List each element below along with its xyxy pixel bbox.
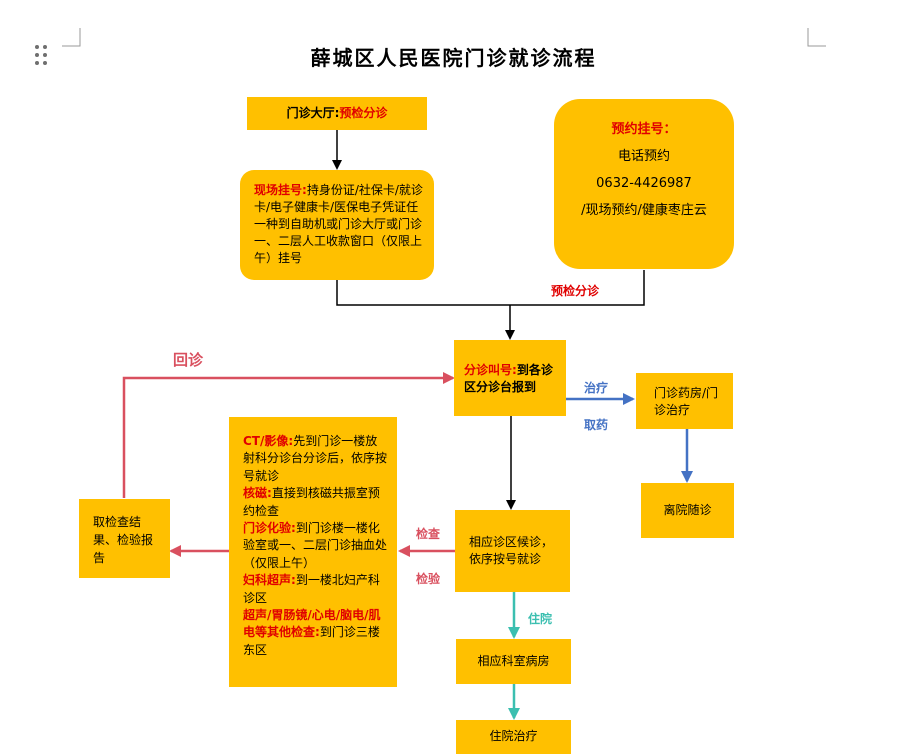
exam-ct-text: 先到门诊一楼放射科分诊台分诊后，依序按号就诊 — [243, 434, 388, 483]
exam-ct: CT/影像:先到门诊一楼放射科分诊台分诊后，依序按号就诊 — [243, 433, 389, 485]
exam-lab: 门诊化验:到门诊楼一楼化验室或一、二层门诊抽血处（仅限上午） — [243, 520, 389, 572]
triage-call-box: 分诊叫号:到各诊区分诊台报到 — [454, 340, 566, 416]
inpatient-box: 住院治疗 — [456, 720, 571, 754]
appointment-phone-label: 电话预约 — [617, 149, 670, 164]
exam-lab-label: 门诊化验: — [243, 520, 296, 535]
exam-mri: 核磁:直接到核磁共振室预约检查 — [243, 485, 389, 520]
exam-other-label: 超声/胃肠镜/心电/脑电/肌电等其他检查: — [243, 607, 381, 640]
drag-handle-icon[interactable] — [35, 45, 49, 65]
onsite-label: 现场挂号: — [254, 183, 307, 197]
exam-gyn-label: 妇科超声: — [243, 573, 296, 588]
exam-other-text: 到门诊三楼东区 — [243, 625, 380, 657]
appointment-phone-number: 0632-4426987 — [596, 176, 692, 191]
appointment-label: 预约挂号： — [611, 122, 677, 137]
waiting-text: 相应诊区候诊，依序按号就诊 — [469, 535, 554, 567]
label-return: 回诊 — [173, 351, 204, 369]
hall-highlight: 预检分诊 — [339, 105, 388, 120]
pharmacy-box: 门诊药房/门诊治疗 — [636, 373, 733, 429]
results-text: 取检查结果、检验报告 — [93, 515, 154, 565]
triage-text: 到各诊区分诊台报到 — [464, 363, 553, 395]
appointment-box: 预约挂号： 电话预约 0632-4426987 /现场预约/健康枣庄云 — [554, 99, 734, 269]
exams-box: CT/影像:先到门诊一楼放射科分诊台分诊后，依序按号就诊 核磁:直接到核磁共振室… — [229, 417, 397, 687]
exam-lab-text: 到门诊楼一楼化验室或一、二层门诊抽血处（仅限上午） — [243, 520, 388, 570]
pharmacy-text: 门诊药房/门诊治疗 — [654, 386, 719, 418]
inpatient-text: 住院治疗 — [489, 729, 538, 744]
label-test: 检验 — [416, 572, 441, 586]
label-pre-triage: 预检分诊 — [551, 284, 600, 298]
page-title: 薛城区人民医院门诊就诊流程 — [310, 46, 597, 70]
ward-text: 相应科室病房 — [477, 653, 550, 668]
hall-label: 门诊大厅: — [286, 105, 340, 120]
triage-label: 分诊叫号: — [464, 363, 517, 377]
leave-box: 离院随诊 — [641, 483, 734, 538]
exam-gyn: 妇科超声:到一楼北妇产科诊区 — [243, 572, 389, 607]
leave-text: 离院随诊 — [663, 502, 712, 517]
line-onsite-merge — [336, 270, 645, 306]
exam-other: 超声/胃肠镜/心电/脑电/肌电等其他检查:到门诊三楼东区 — [243, 607, 389, 659]
results-box: 取检查结果、检验报告 — [79, 499, 170, 578]
label-admit: 住院 — [528, 612, 553, 626]
label-treat: 治疗 — [584, 381, 609, 395]
label-check: 检查 — [416, 527, 441, 541]
onsite-text: 持身份证/社保卡/就诊卡/电子健康卡/医保电子凭证任一种到自助机或门诊大厅或门诊… — [254, 183, 423, 266]
label-take-medicine: 取药 — [584, 418, 609, 432]
exam-gyn-text: 到一楼北妇产科诊区 — [243, 573, 380, 605]
hall-box: 门诊大厅:预检分诊 — [247, 97, 427, 130]
exam-mri-text: 直接到核磁共振室预约检查 — [243, 486, 380, 518]
waiting-box: 相应诊区候诊，依序按号就诊 — [455, 510, 570, 592]
ward-box: 相应科室病房 — [456, 639, 571, 684]
appointment-methods: /现场预约/健康枣庄云 — [581, 203, 707, 218]
exam-mri-label: 核磁: — [243, 486, 272, 501]
onsite-registration-box: 现场挂号:持身份证/社保卡/就诊卡/电子健康卡/医保电子凭证任一种到自助机或门诊… — [240, 170, 434, 280]
exam-ct-label: CT/影像: — [243, 434, 294, 448]
arrow-results-return-to-triage — [122, 372, 455, 498]
